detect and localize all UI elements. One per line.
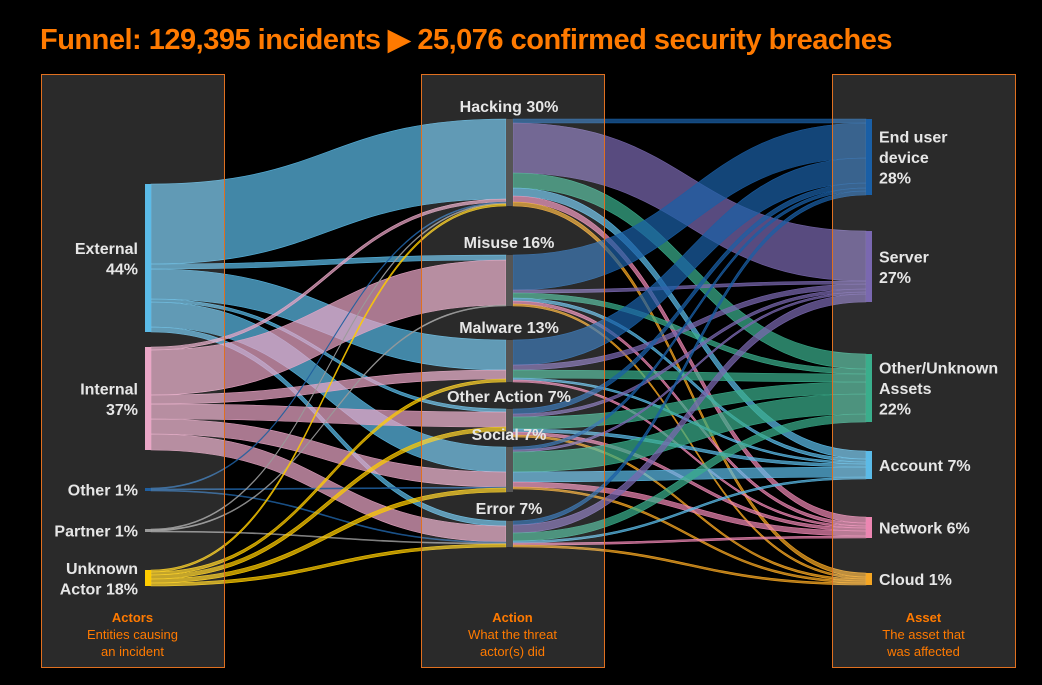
node-malware — [506, 340, 513, 382]
node-label-otherasset: Other/Unknown — [879, 361, 998, 378]
column-caption: actor(s) did — [480, 644, 545, 659]
node-server — [866, 231, 872, 302]
node-label-enduser: device — [879, 150, 929, 167]
node-cloud — [866, 573, 872, 585]
node-label-social: Social 7% — [472, 427, 547, 444]
node-label-network: Network 6% — [879, 521, 970, 538]
node-label-otheraction: Other Action 7% — [447, 389, 571, 406]
column-caption: an incident — [101, 644, 164, 659]
node-label-cloud: Cloud 1% — [879, 572, 952, 589]
node-internal — [145, 347, 151, 450]
node-label-enduser: 28% — [879, 171, 911, 188]
node-label-other: Other 1% — [68, 483, 138, 500]
column-caption: Asset — [906, 610, 942, 625]
column-caption: The asset that — [882, 627, 965, 642]
node-label-unknown: Actor 18% — [60, 581, 138, 598]
node-label-error: Error 7% — [476, 501, 543, 518]
node-label-internal: 37% — [106, 402, 138, 419]
node-label-enduser: End user — [879, 130, 947, 147]
node-label-unknown: Unknown — [66, 561, 138, 578]
node-unknown — [145, 570, 151, 586]
node-label-external: 44% — [106, 261, 138, 278]
node-social — [506, 447, 513, 492]
node-label-misuse: Misuse 16% — [464, 235, 555, 252]
node-partner — [145, 529, 151, 532]
node-label-server: 27% — [879, 270, 911, 287]
chart-title: Funnel: 129,395 incidents ▶ 25,076 confi… — [40, 24, 893, 56]
node-label-internal: Internal — [80, 381, 138, 398]
node-label-partner: Partner 1% — [54, 524, 138, 541]
column-caption: Actors — [112, 610, 153, 625]
node-label-account: Account 7% — [879, 458, 971, 475]
node-other — [145, 488, 151, 491]
column-caption: Action — [492, 610, 533, 625]
node-misuse — [506, 255, 513, 306]
node-label-hacking: Hacking 30% — [460, 99, 559, 116]
node-label-server: Server — [879, 249, 929, 266]
node-network — [866, 517, 872, 538]
column-box — [41, 74, 225, 668]
column-caption: What the threat — [468, 627, 557, 642]
node-account — [866, 451, 872, 479]
node-hacking — [506, 119, 513, 206]
node-external — [145, 184, 151, 332]
node-enduser — [866, 119, 872, 195]
node-otherasset — [866, 354, 872, 422]
column-caption: was affected — [886, 644, 960, 659]
node-label-malware: Malware 13% — [459, 320, 559, 337]
node-error — [506, 521, 513, 547]
node-label-otherasset: Assets — [879, 381, 932, 398]
column-caption: Entities causing — [87, 627, 178, 642]
node-otheraction — [506, 409, 513, 437]
column-box — [832, 74, 1016, 668]
node-label-otherasset: 22% — [879, 402, 911, 419]
node-label-external: External — [75, 241, 138, 258]
